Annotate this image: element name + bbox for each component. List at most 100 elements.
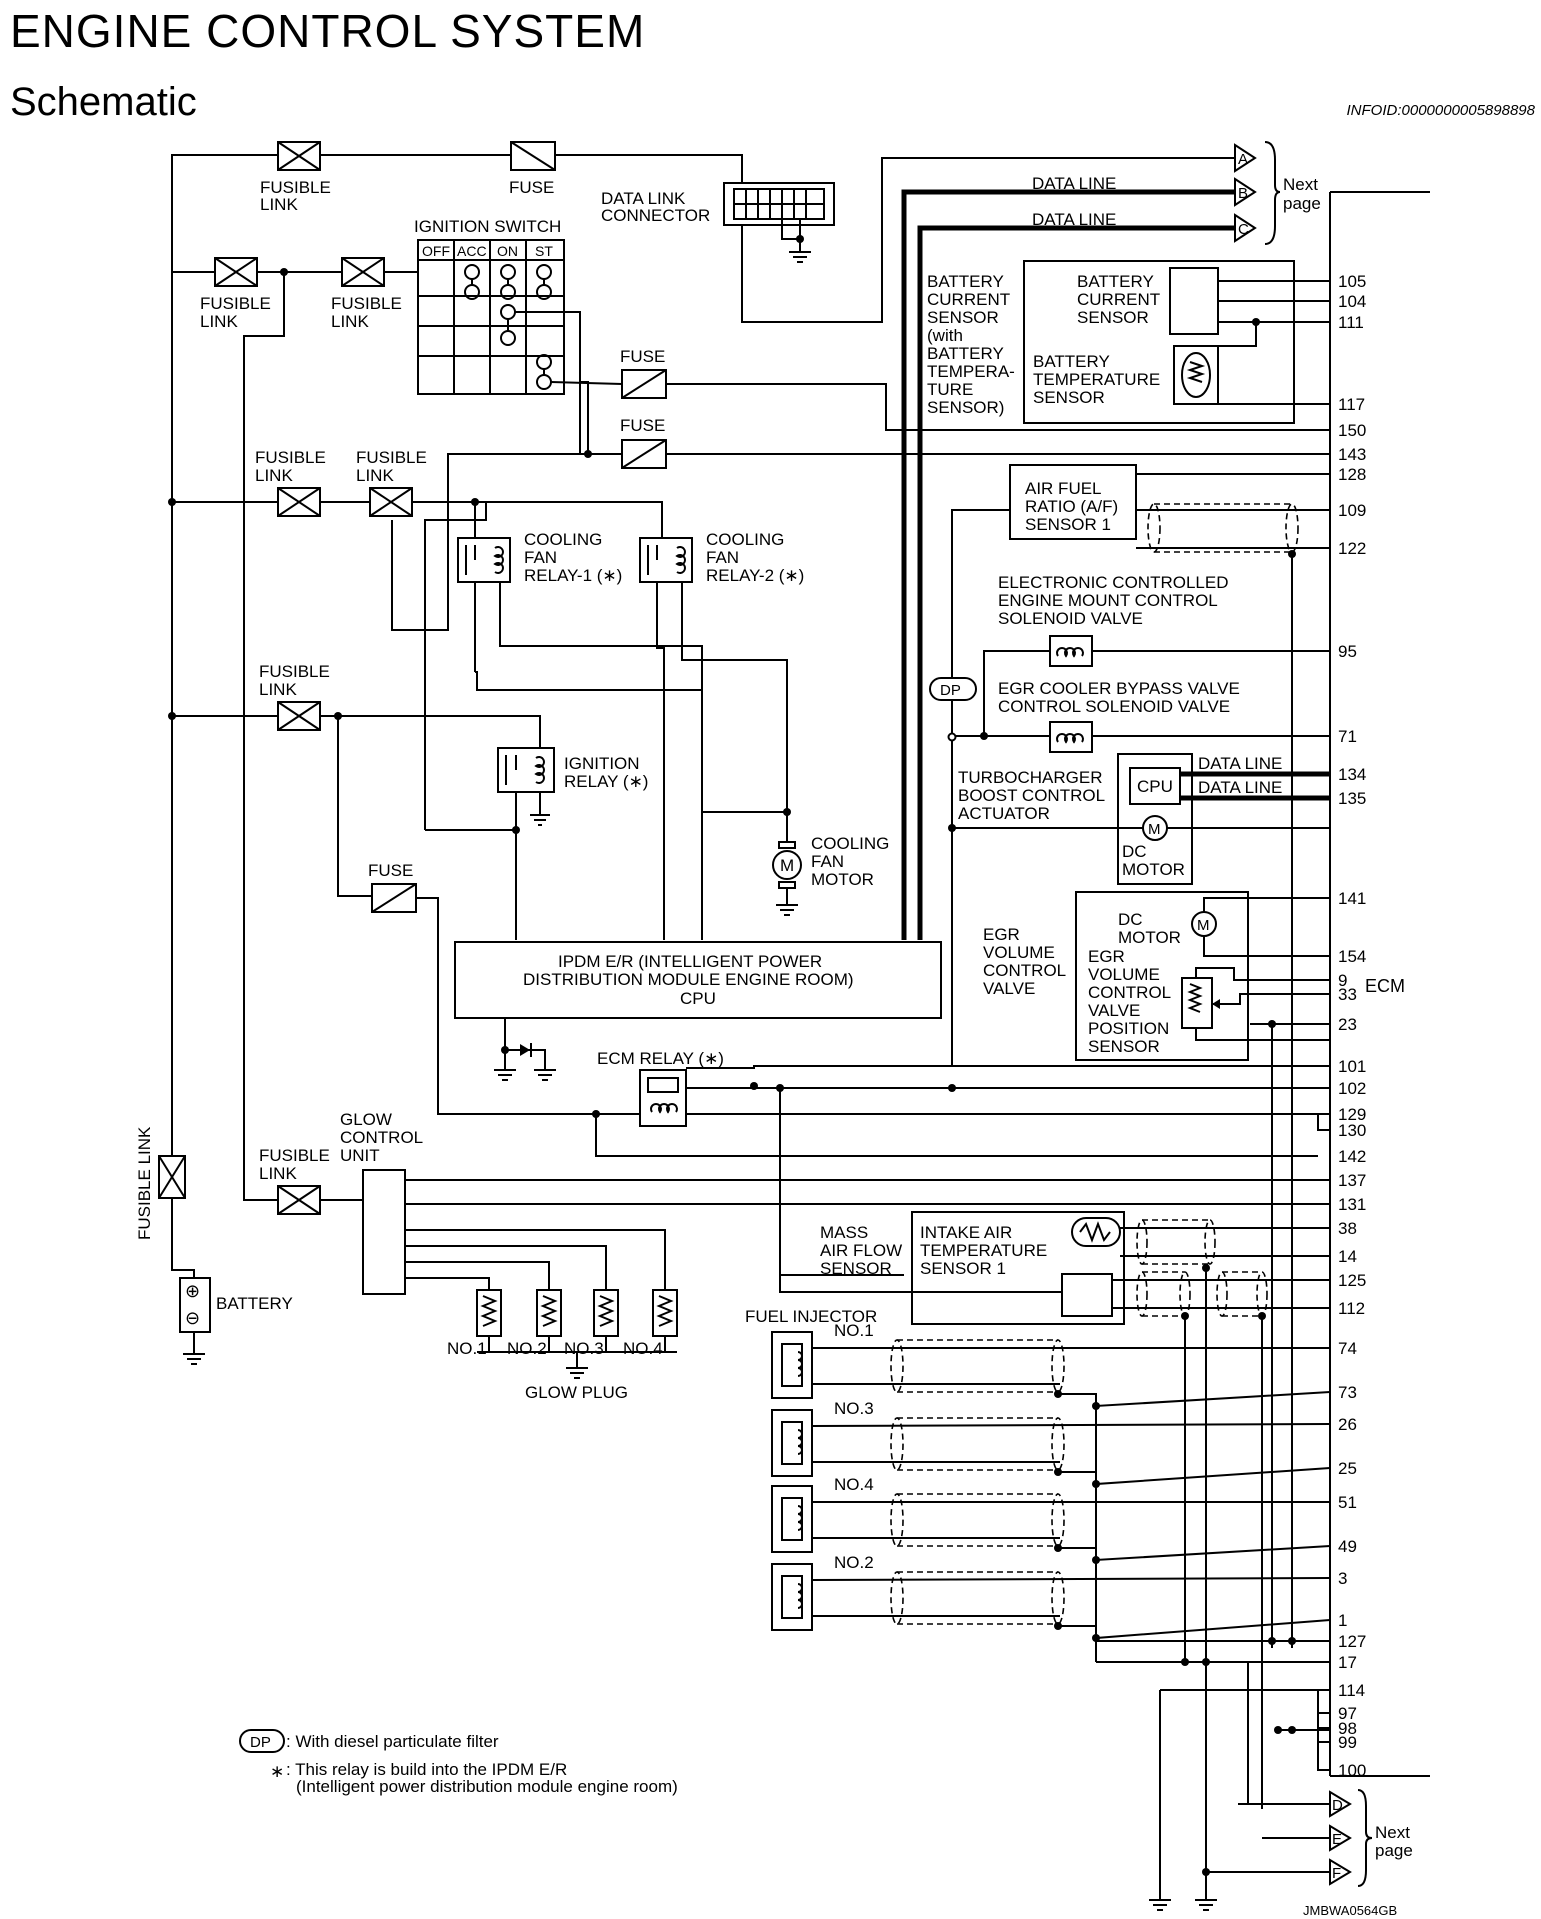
- svg-text:: With diesel particulate filt: : With diesel particulate filter: [286, 1732, 499, 1751]
- ecm-pin-label: 38: [1338, 1219, 1357, 1238]
- ecm-pin-label: 137: [1338, 1171, 1366, 1190]
- battery-fusible-link: FUSIBLE LINK: [135, 155, 195, 1278]
- svg-text:FUSE: FUSE: [620, 416, 665, 435]
- svg-text:ON: ON: [497, 243, 518, 259]
- svg-text:SENSOR: SENSOR: [1088, 1037, 1160, 1056]
- ecm-pin-label: 25: [1338, 1459, 1357, 1478]
- svg-text:D: D: [1332, 1797, 1343, 1814]
- svg-text:C: C: [1238, 221, 1249, 238]
- ecm-pin-labels: 1051041111171501431281091229571134135141…: [1338, 272, 1366, 1780]
- svg-text:INTAKE AIR: INTAKE AIR: [920, 1223, 1012, 1242]
- ecm-pin-label: 105: [1338, 272, 1366, 291]
- svg-text:M: M: [1197, 917, 1210, 934]
- svg-text:FUSE: FUSE: [368, 861, 413, 880]
- sensor-label: (with: [927, 326, 963, 345]
- sensor-label: SENSOR: [927, 308, 999, 327]
- svg-text:RATIO (A/F): RATIO (A/F): [1025, 497, 1118, 516]
- svg-text:COOLING: COOLING: [706, 530, 784, 549]
- glow-plug-label: NO.4: [623, 1339, 663, 1358]
- sensor-label: CURRENT: [1077, 290, 1160, 309]
- svg-text:F: F: [1332, 1865, 1341, 1882]
- svg-text:VALVE: VALVE: [1088, 1001, 1140, 1020]
- ecm-pin-label: 97: [1338, 1704, 1357, 1723]
- fuel-injectors: FUEL INJECTOR NO.1NO.3NO.4NO.2: [745, 1307, 1331, 1662]
- svg-text:OFF: OFF: [422, 243, 450, 259]
- svg-text:CPU: CPU: [1137, 777, 1173, 796]
- ecm-pin-label: 135: [1338, 789, 1366, 808]
- fuel-injector-label: NO.3: [834, 1399, 874, 1418]
- ecm-pin-label: 130: [1338, 1121, 1366, 1140]
- sensor-label: BATTERY: [1033, 352, 1110, 371]
- svg-text:DATA LINE: DATA LINE: [1198, 778, 1282, 797]
- svg-text:SENSOR 1: SENSOR 1: [1025, 515, 1111, 534]
- ecm-pin-label: 49: [1338, 1537, 1357, 1556]
- svg-text:CONTROL: CONTROL: [983, 961, 1066, 980]
- svg-text:FUSIBLE: FUSIBLE: [260, 178, 331, 197]
- info-id: INFOID:0000000005898898: [1346, 102, 1535, 119]
- fuse-150: FUSE: [550, 347, 1330, 455]
- ecm-pin-label: 102: [1338, 1079, 1366, 1098]
- ecm-pin-label: 17: [1338, 1653, 1357, 1672]
- ecm-pin-label: 1: [1338, 1611, 1347, 1630]
- ecm-pin-label: 111: [1338, 313, 1364, 332]
- legend: DP : With diesel particulate filter ∗ : …: [239, 1729, 678, 1796]
- svg-text:LINK: LINK: [259, 680, 297, 699]
- svg-text:DATA LINK: DATA LINK: [601, 189, 686, 208]
- ecm-pin-label: 3: [1338, 1569, 1347, 1588]
- svg-text:FUSIBLE: FUSIBLE: [259, 1146, 330, 1165]
- svg-text:Next: Next: [1283, 175, 1318, 194]
- svg-text:EGR: EGR: [1088, 947, 1125, 966]
- svg-text:CPU: CPU: [680, 989, 716, 1008]
- glow-plug-label: NO.3: [564, 1339, 604, 1358]
- svg-text:CONNECTOR: CONNECTOR: [601, 206, 710, 225]
- sensor-label: TEMPERA-: [927, 362, 1015, 381]
- page-title: ENGINE CONTROL SYSTEM: [10, 5, 646, 57]
- svg-text:FUSE: FUSE: [509, 178, 554, 197]
- ecm-pin-label: 142: [1338, 1147, 1366, 1166]
- egr-volume-control-valve: EGR VOLUME CONTROL VALVE DC MOTOR M EGR …: [983, 891, 1330, 1648]
- svg-text:FUSE: FUSE: [620, 347, 665, 366]
- glow-plug-label: NO.2: [507, 1339, 547, 1358]
- svg-text:AIR FUEL: AIR FUEL: [1025, 479, 1102, 498]
- svg-text:ACTUATOR: ACTUATOR: [958, 804, 1050, 823]
- svg-text:DP: DP: [250, 1734, 271, 1751]
- ecm-relay: ECM RELAY (∗): [592, 1049, 1330, 1276]
- svg-text:MOTOR: MOTOR: [1122, 860, 1185, 879]
- ecm-pin-label: 9: [1338, 971, 1347, 990]
- svg-text:SENSOR: SENSOR: [820, 1259, 892, 1278]
- ecm-pin-label: 26: [1338, 1415, 1357, 1434]
- svg-text:FAN: FAN: [811, 852, 844, 871]
- svg-text:LINK: LINK: [356, 466, 394, 485]
- svg-text:RELAY-2 (∗): RELAY-2 (∗): [706, 566, 804, 585]
- ecm-box: ECM: [1329, 191, 1430, 1777]
- svg-text:IPDM E/R (INTELLIGENT POWER: IPDM E/R (INTELLIGENT POWER: [558, 952, 822, 971]
- ecm-pin-label: 109: [1338, 501, 1366, 520]
- ecm-pin-label: 114: [1338, 1681, 1365, 1700]
- sensor-label: TURE: [927, 380, 973, 399]
- svg-text:TEMPERATURE: TEMPERATURE: [920, 1241, 1047, 1260]
- svg-text:FUEL INJECTOR: FUEL INJECTOR: [745, 1307, 877, 1326]
- pin-129-130-jumper: [1317, 1113, 1330, 1131]
- ecm-pin-label: 101: [1338, 1057, 1366, 1076]
- svg-text:GLOW: GLOW: [340, 1110, 392, 1129]
- data-link-connector: DATA LINK CONNECTOR: [601, 182, 835, 263]
- ipdm-er: IPDM E/R (INTELLIGENT POWER DISTRIBUTION…: [454, 941, 942, 1081]
- svg-text:VOLUME: VOLUME: [983, 943, 1055, 962]
- svg-text:ECM RELAY (∗): ECM RELAY (∗): [597, 1049, 724, 1068]
- svg-text:EGR COOLER BYPASS VALVE: EGR COOLER BYPASS VALVE: [998, 679, 1240, 698]
- glow-plug: NO.2: [507, 1289, 562, 1358]
- next-page-connectors-bottom: D E F Next page: [1329, 1789, 1413, 1887]
- cooling-fan-motor: M COOLING FAN MOTOR: [702, 808, 889, 916]
- svg-text:LINK: LINK: [260, 195, 298, 214]
- svg-text:FAN: FAN: [524, 548, 557, 567]
- svg-text:page: page: [1283, 194, 1321, 213]
- svg-text:COOLING: COOLING: [524, 530, 602, 549]
- battery-current-sensor: [1023, 260, 1330, 424]
- ecm-pin-label: 112: [1338, 1299, 1365, 1318]
- ecm-pin-label: 14: [1338, 1247, 1357, 1266]
